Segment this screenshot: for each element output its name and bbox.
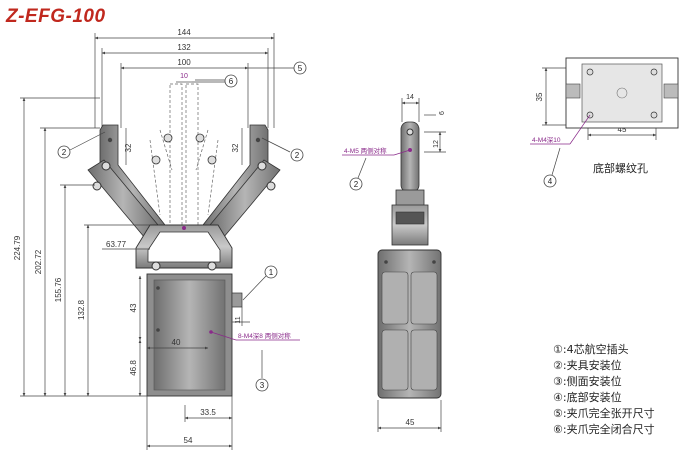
dim-33-5: 33.5 bbox=[200, 408, 216, 417]
legend-item-6: ⑥:夹爪完全闭合尺寸 bbox=[553, 423, 655, 436]
bottom-view: 35 45 4-M4深10 4 bbox=[530, 57, 679, 188]
svg-text:4: 4 bbox=[548, 177, 553, 186]
dim-132-8: 132.8 bbox=[77, 299, 86, 320]
dim-11: 11 bbox=[235, 316, 242, 323]
side-dim-6: 6 bbox=[439, 111, 446, 115]
model-title: Z-EFG-100 bbox=[6, 6, 106, 27]
gripper-body bbox=[146, 273, 243, 397]
callout-1: 1 bbox=[264, 265, 278, 279]
dim-40: 40 bbox=[172, 338, 181, 347]
callout-5: 5 bbox=[293, 61, 307, 75]
svg-text:1: 1 bbox=[269, 268, 274, 277]
callout-3: 3 bbox=[255, 378, 269, 392]
legend-item-3: ③:侧面安装位 bbox=[553, 375, 622, 388]
svg-text:5: 5 bbox=[298, 64, 303, 73]
side-view: 14 6 12 45 4-M5 两侧对称 bbox=[342, 94, 446, 432]
bottom-dim-45: 45 bbox=[618, 125, 627, 134]
legend-item-1: ①:4芯航空插头 bbox=[553, 343, 629, 356]
svg-text:2: 2 bbox=[295, 151, 300, 160]
dim-144: 144 bbox=[177, 28, 191, 37]
dim-202-72: 202.72 bbox=[34, 249, 43, 274]
side-dim-12: 12 bbox=[433, 140, 440, 148]
legend-item-4: ④:底部安装位 bbox=[553, 391, 622, 404]
legend-item-2: ②:夹具安装位 bbox=[553, 359, 622, 372]
svg-text:2: 2 bbox=[62, 148, 67, 157]
legend: ①:4芯航空插头 ②:夹具安装位 ③:侧面安装位 ④:底部安装位 ⑤:夹爪完全张… bbox=[553, 342, 655, 438]
callout-2-right: 2 bbox=[290, 148, 304, 162]
dim-63-77: 63.77 bbox=[106, 240, 127, 249]
dim-43: 43 bbox=[129, 303, 138, 312]
front-thread-note: 8-M4深8 两侧对称 bbox=[238, 331, 291, 340]
side-dim-45: 45 bbox=[406, 418, 415, 427]
callout-6: 6 bbox=[224, 74, 238, 88]
svg-text:6: 6 bbox=[229, 77, 234, 86]
bottom-dim-35: 35 bbox=[535, 92, 544, 101]
dim-32-right: 32 bbox=[231, 143, 240, 152]
dim-100: 100 bbox=[177, 58, 191, 67]
right-jaw-arm bbox=[202, 124, 281, 241]
dim-32-left: 32 bbox=[124, 143, 133, 152]
side-thread-note: 4-M5 两侧对称 bbox=[344, 146, 387, 155]
dim-46-8: 46.8 bbox=[129, 360, 138, 376]
svg-text:3: 3 bbox=[260, 381, 265, 390]
callout-4: 4 bbox=[543, 174, 557, 188]
callout-2-left: 2 bbox=[57, 145, 71, 159]
bottom-thread-note: 4-M4深10 bbox=[532, 135, 561, 144]
gripper-head bbox=[135, 224, 233, 271]
dim-10: 10 bbox=[180, 73, 188, 80]
dim-155-76: 155.76 bbox=[54, 277, 63, 302]
legend-item-5: ⑤:夹爪完全张开尺寸 bbox=[553, 407, 655, 420]
left-jaw-arm bbox=[87, 124, 166, 241]
dim-132: 132 bbox=[177, 43, 191, 52]
callout-2-side: 2 bbox=[349, 177, 363, 191]
bottom-view-caption: 底部螺纹孔 bbox=[593, 162, 648, 175]
dim-54: 54 bbox=[184, 436, 193, 445]
side-dim-14: 14 bbox=[406, 94, 414, 101]
front-view: 144 132 100 10 bbox=[13, 28, 307, 450]
dim-224-79: 224.79 bbox=[13, 235, 22, 260]
svg-text:2: 2 bbox=[354, 180, 359, 189]
